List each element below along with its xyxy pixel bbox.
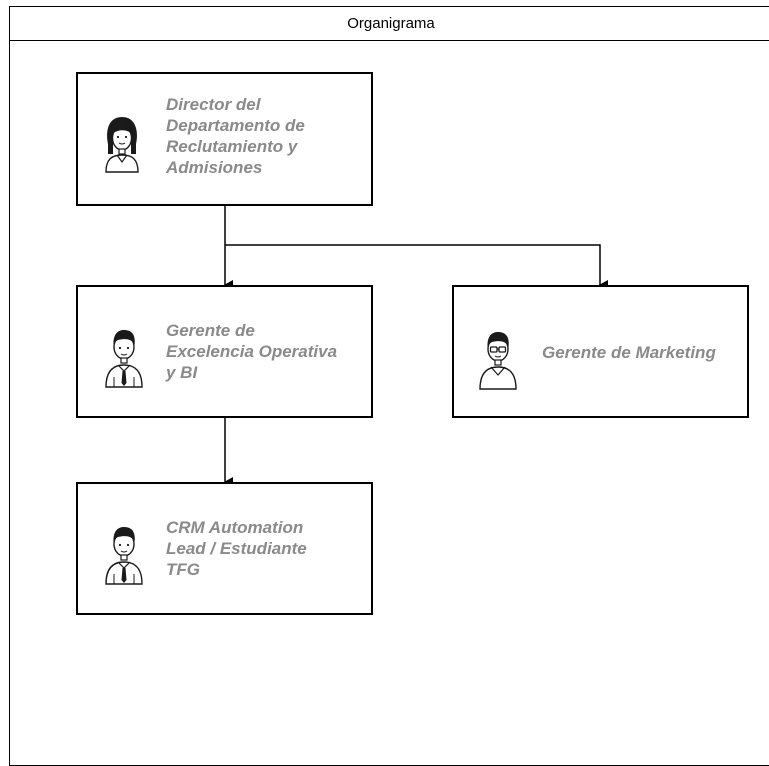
node-label: CRM Automation Lead / Estudiante TFG xyxy=(166,518,307,579)
node-gerente-marketing[interactable]: Gerente de Marketing xyxy=(452,285,749,418)
male-person-tie-icon xyxy=(105,527,143,585)
node-label: Gerente de Excelencia Operativa y BI xyxy=(166,321,338,382)
diagram-title-bar: Organigrama xyxy=(9,6,769,41)
node-gerente-excelencia[interactable]: Gerente de Excelencia Operativa y BI xyxy=(76,285,373,418)
female-person-icon xyxy=(105,117,139,173)
diagram-title: Organigrama xyxy=(347,14,435,32)
edge-director-to-gerente-marketing xyxy=(225,244,608,290)
node-label: Gerente de Marketing xyxy=(542,343,716,362)
male-person-glasses-icon xyxy=(479,332,517,390)
male-person-tie-icon xyxy=(105,330,143,388)
node-crm-lead[interactable]: CRM Automation Lead / Estudiante TFG xyxy=(76,482,373,615)
node-director[interactable]: Director del Departamento de Reclutamien… xyxy=(76,72,373,206)
node-label: Director del Departamento de Reclutamien… xyxy=(166,95,305,177)
